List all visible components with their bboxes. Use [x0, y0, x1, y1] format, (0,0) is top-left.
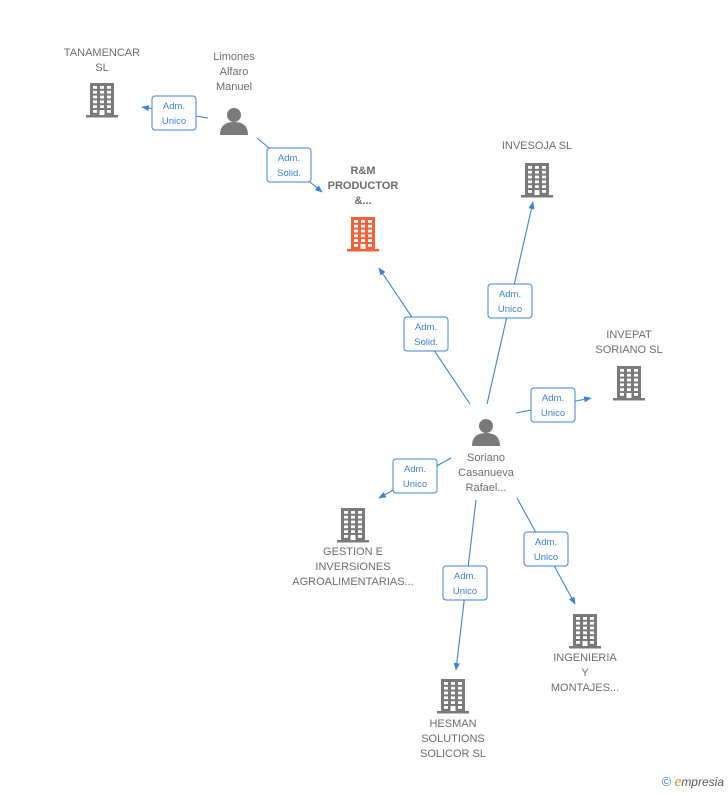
edge-label-text: Adm. — [163, 101, 185, 112]
node-label: GESTION E — [323, 546, 383, 558]
edge-soriano-to-ingenieria: Adm. Unico — [516, 497, 576, 605]
building-icon — [437, 679, 469, 714]
node-tanamencar[interactable]: TANAMENCAR SL — [64, 47, 140, 118]
node-invesoja[interactable]: INVESOJA SL — [502, 140, 572, 198]
node-label: R&M — [350, 165, 375, 177]
edge-label-box[interactable] — [530, 387, 576, 423]
node-gestion[interactable]: GESTION E INVERSIONES AGROALIMENTARIAS... — [292, 508, 414, 588]
edge-limones-to-tanamencar: Adm. Unico — [141, 95, 209, 131]
node-label: INVERSIONES — [315, 561, 390, 573]
edge-label-text: Adm. — [542, 393, 564, 404]
brand-logo-text: mpresia — [681, 775, 724, 789]
node-label: Rafael... — [466, 482, 507, 494]
node-label: SOLICOR SL — [420, 748, 486, 760]
edge-soriano-to-gestion: Adm. Unico — [378, 457, 452, 499]
node-label: HESMAN — [429, 718, 476, 730]
edge-label-box[interactable] — [151, 95, 197, 131]
node-label: PRODUCTOR — [328, 180, 399, 192]
node-label: Casanueva — [458, 467, 515, 479]
brand-logo-initial: e — [674, 774, 682, 790]
edge-label-text: Adm. — [415, 322, 437, 333]
building-icon — [569, 614, 601, 649]
edge-label-text: Solid. — [414, 337, 438, 348]
edge-label-box[interactable] — [403, 316, 449, 352]
building-icon — [521, 163, 553, 198]
edge-label-text: Adm. — [454, 571, 476, 582]
node-label: INVEPAT — [606, 329, 652, 341]
node-hesman[interactable]: HESMAN SOLUTIONS SOLICOR SL — [420, 679, 486, 760]
node-label: MONTAJES... — [551, 682, 619, 694]
edge-label-text: Adm. — [535, 537, 557, 548]
edge-label-text: Unico — [453, 586, 477, 597]
node-label: Y — [581, 667, 589, 679]
edge-label-text: Unico — [403, 479, 427, 490]
edge-soriano-to-rm: Adm. Solid. — [378, 267, 471, 405]
node-label: INVESOJA SL — [502, 140, 572, 152]
node-label: TANAMENCAR — [64, 47, 140, 59]
building-icon — [347, 217, 379, 252]
node-label: AGROALIMENTARIAS... — [292, 576, 413, 588]
node-label: SOLUTIONS — [421, 733, 485, 745]
building-icon — [337, 508, 369, 543]
node-rm[interactable]: R&M PRODUCTOR &... — [328, 165, 399, 252]
edge-label-text: Adm. — [278, 153, 300, 164]
building-icon — [613, 366, 645, 401]
edge-soriano-to-invesoja: Adm. Unico — [486, 201, 535, 405]
edge-label-text: Adm. — [499, 289, 521, 300]
node-label: INGENIERIA — [553, 652, 617, 664]
edge-label-box[interactable] — [523, 531, 569, 567]
node-label: Soriano — [467, 452, 505, 464]
node-label: &... — [354, 195, 371, 207]
edge-label-text: Unico — [498, 304, 522, 315]
edge-label-text: Solid. — [277, 168, 301, 179]
person-icon — [220, 108, 248, 135]
edge-soriano-to-invepat: Adm. Unico — [515, 387, 592, 423]
edge-label-box[interactable] — [442, 565, 488, 601]
building-icon — [86, 83, 118, 118]
person-icon — [472, 419, 500, 446]
edge-label-box[interactable] — [392, 458, 438, 494]
edge-label-text: Unico — [534, 552, 558, 563]
edge-label-text: Unico — [541, 408, 565, 419]
node-label: Manuel — [216, 81, 252, 93]
edge-label-text: Adm. — [404, 464, 426, 475]
node-label: SORIANO SL — [595, 344, 662, 356]
edge-limones-to-rm: Adm. Solid. — [256, 137, 323, 193]
brand-footer: © empresia — [662, 774, 724, 791]
edges: Adm.UnicoAdm.Solid.Adm.Solid.Adm.UnicoAd… — [141, 95, 592, 671]
node-label: Limones — [213, 51, 255, 63]
edge-label-box[interactable] — [266, 147, 312, 183]
copyright-icon: © — [661, 774, 672, 789]
node-invepat[interactable]: INVEPAT SORIANO SL — [595, 329, 663, 401]
edge-label-box[interactable] — [487, 283, 533, 319]
node-ingenieria[interactable]: INGENIERIA Y MONTAJES... — [551, 614, 619, 694]
edge-label-text: Unico — [162, 116, 186, 127]
node-label: Alfaro — [220, 66, 249, 78]
node-label: SL — [95, 62, 108, 74]
node-soriano[interactable]: SorianoCasanuevaRafael... — [458, 419, 515, 494]
edge-soriano-to-hesman: Adm. Unico — [442, 499, 488, 671]
